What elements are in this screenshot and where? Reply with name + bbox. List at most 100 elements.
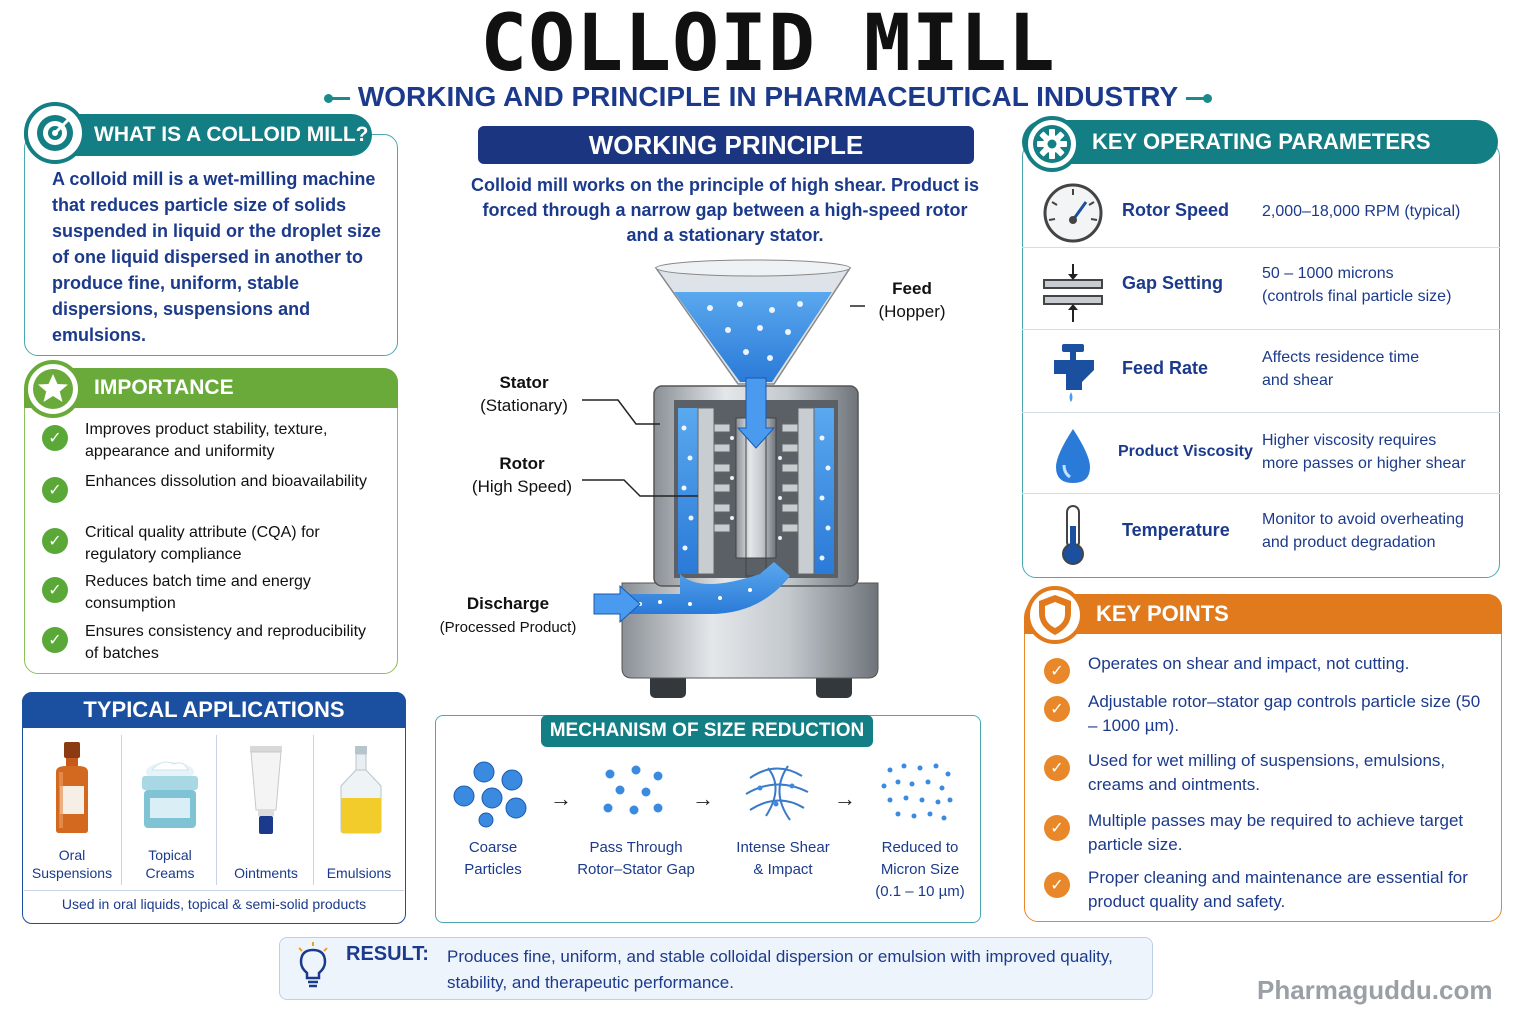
key-point-item: ✓Used for wet milling of suspensions, em… [1044,749,1494,797]
what-is-description: A colloid mill is a wet-milling machine … [52,169,382,345]
gear-icon [1024,116,1080,172]
subtitle-left-ornament [323,94,350,104]
parameter-divider [1022,412,1500,413]
applications-footer-divider [24,890,404,891]
chamber-liquid [678,408,698,574]
lightbulb-icon [298,942,328,988]
target-icon [24,102,86,164]
key-points-card [1024,612,1502,922]
importance-card [24,392,398,674]
check-icon: ✓ [42,627,68,653]
applications-footer: Used in oral liquids, topical & semi-sol… [61,896,367,912]
key-point-item: ✓Proper cleaning and maintenance are ess… [1044,866,1494,914]
parameter-value: 50 – 1000 microns(controls final particl… [1262,265,1452,305]
key-point-item: ✓Adjustable rotor–stator gap controls pa… [1044,690,1494,738]
parameter-row: Product Viscosity Higher viscosity requi… [1022,415,1500,497]
mechanism-heading: MECHANISM OF SIZE REDUCTION [541,715,873,747]
what-is-card [24,134,398,356]
parameter-name: Gap Setting [1122,273,1224,293]
check-icon: ✓ [1044,872,1070,898]
tube-icon [250,746,282,834]
application-label: Emulsions [326,865,392,881]
application-label: Topical Creams [145,847,195,881]
rotor-leader-line [582,479,698,497]
applications-heading: TYPICAL APPLICATIONS [22,692,406,728]
application-oral-suspensions: Oral Suspensions [26,732,118,884]
importance-item: ✓Reduces batch time and energy consumpti… [42,571,382,615]
hopper-particles [707,301,803,361]
check-icon: ✓ [1044,755,1070,781]
coarse-particles-icon [453,761,527,828]
check-icon: ✓ [1044,658,1070,684]
parameter-divider [1022,247,1500,248]
amber-bottle-icon [56,742,88,833]
gauge-icon [1043,183,1103,243]
stator-leader-line [582,399,660,425]
feed-flow-arrow [736,377,776,449]
application-emulsions: Emulsions [313,732,405,884]
rotor-label: Rotor(High Speed) [471,454,573,496]
application-divider [216,735,217,885]
application-divider [121,735,122,885]
parameter-divider [1022,493,1500,494]
cream-jar-icon [142,761,198,828]
mechanism-step-shear: Intense Shear& Impact [736,839,830,878]
application-topical-creams: Topical Creams [124,732,216,884]
check-icon: ✓ [42,477,68,503]
importance-item: ✓Critical quality attribute (CQA) for re… [42,522,382,566]
star-icon [24,360,82,418]
key-points-heading: KEY POINTS [1024,594,1502,634]
arrow-right-icon: → [692,786,714,811]
watermark: Pharmaguddu.com [1257,975,1493,1005]
droplet-icon [1056,429,1090,483]
stator-label: Stator(Stationary) [480,373,568,415]
working-principle-description: Colloid mill works on the principle of h… [470,175,980,245]
importance-item: ✓Improves product stability, texture, ap… [42,419,382,463]
hopper-rim [655,259,851,277]
check-icon: ✓ [42,425,68,451]
result-text: Produces fine, uniform, and stable collo… [447,947,1113,992]
importance-item: ✓Enhances dissolution and bioavailabilit… [42,471,382,503]
subtitle-right-ornament [1186,94,1213,104]
arrow-right-icon: → [834,786,856,811]
parameter-row: Gap Setting 50 – 1000 microns(controls f… [1022,250,1500,332]
result-card [279,937,1153,1000]
check-icon: ✓ [42,577,68,603]
gap-particles-icon [603,765,663,815]
key-point-item: ✓Multiple passes may be required to achi… [1044,809,1494,857]
shield-icon [1026,586,1084,644]
importance-item: ✓Ensures consistency and reproducibility… [42,621,382,665]
check-icon: ✓ [1044,696,1070,722]
parameter-name: Temperature [1122,520,1230,540]
oil-bottle-icon [340,746,382,834]
feed-label: Feed(Hopper) [878,279,946,321]
colloid-mill-diagram [582,259,879,698]
parameter-divider [1022,329,1500,330]
parameter-name: Rotor Speed [1122,200,1230,220]
parameter-row: Rotor Speed 2,000–18,000 RPM (typical) [1022,172,1500,254]
parameters-heading: KEY OPERATING PARAMETERS [1022,120,1498,164]
thermometer-icon [1062,505,1084,565]
chamber-particles [681,425,831,561]
page-subtitle-text: WORKING AND PRINCIPLE IN PHARMACEUTICAL … [357,81,1179,112]
page-subtitle: WORKING AND PRINCIPLE IN PHARMACEUTICAL … [0,80,1536,114]
parameter-name: Feed Rate [1122,358,1209,378]
discharge-label: Discharge(Processed Product) [439,594,577,636]
parameter-row: Temperature Monitor to avoid overheating… [1022,496,1500,578]
application-divider [313,735,314,885]
chamber-liquid [814,408,834,574]
importance-heading: IMPORTANCE [24,368,398,408]
parameter-value: 2,000–18,000 RPM (typical) [1262,203,1461,220]
result-label: RESULT: [346,943,429,965]
mechanism-card [435,715,981,923]
hopper-liquid [674,292,832,382]
stator [697,407,815,575]
working-principle-heading: WORKING PRINCIPLE [478,126,974,164]
discharge-pipe [600,562,790,614]
